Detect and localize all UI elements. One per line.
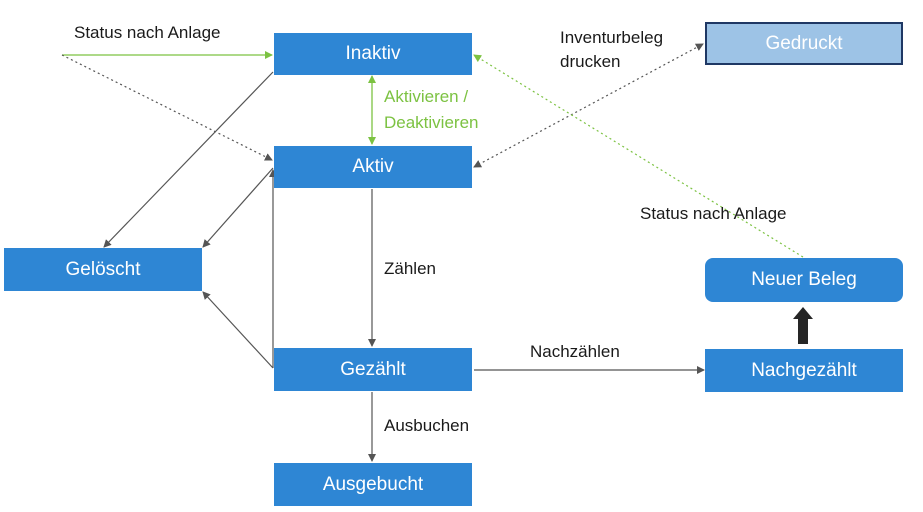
- node-inaktiv-label: Inaktiv: [345, 43, 401, 64]
- label-status-nach-anlage-right: Status nach Anlage: [640, 204, 787, 223]
- node-gedruckt: Gedruckt: [705, 22, 903, 65]
- node-aktiv: Aktiv: [274, 146, 472, 188]
- label-aktivieren-line1: Aktivieren /: [384, 87, 469, 106]
- node-gezaehlt: Gezählt: [274, 348, 472, 391]
- label-inventurbeleg-line1: Inventurbeleg: [560, 28, 664, 47]
- node-ausgebucht: Ausgebucht: [274, 463, 472, 506]
- label-nachzaehlen: Nachzählen: [530, 342, 620, 361]
- edge-inaktiv-to-geloescht: [103, 71, 274, 248]
- label-status-nach-anlage-top: Status nach Anlage: [74, 23, 221, 42]
- label-inventurbeleg-line2: drucken: [560, 52, 621, 71]
- node-neuer-beleg-label: Neuer Beleg: [751, 269, 857, 290]
- edge-neuer-beleg-to-inaktiv: [473, 54, 804, 258]
- node-inaktiv: Inaktiv: [274, 33, 472, 75]
- edge-aktiv-to-geloescht: [202, 167, 274, 248]
- node-nachgezaehlt-label: Nachgezählt: [751, 359, 857, 381]
- node-aktiv-label: Aktiv: [352, 156, 394, 177]
- label-ausbuchen: Ausbuchen: [384, 416, 470, 435]
- node-geloescht: Gelöscht: [4, 248, 202, 291]
- edge-initial-to-aktiv: [61, 54, 273, 161]
- node-geloescht-label: Gelöscht: [65, 258, 141, 280]
- label-aktivieren-line2: Deaktivieren: [384, 113, 479, 132]
- node-gezaehlt-label: Gezählt: [340, 358, 406, 380]
- block-arrow-up: [793, 307, 813, 344]
- node-ausgebucht-label: Ausgebucht: [322, 473, 424, 495]
- edge-aktiv-gedruckt: [473, 43, 704, 168]
- node-nachgezaehlt: Nachgezählt: [705, 349, 903, 392]
- node-neuer-beleg: Neuer Beleg: [705, 258, 903, 302]
- edge-gezaehlt-to-geloescht: [202, 291, 274, 369]
- node-gedruckt-label: Gedruckt: [765, 32, 843, 54]
- label-zaehlen: Zählen: [384, 259, 436, 278]
